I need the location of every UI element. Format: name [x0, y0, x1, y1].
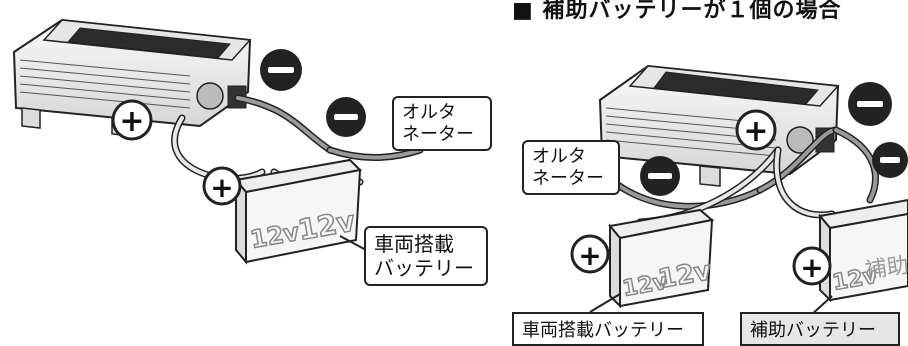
cooling-fan-icon — [196, 82, 224, 110]
right-plus-aux-battery: + — [792, 246, 832, 286]
right-main-battery: 12v 12v — [608, 208, 714, 309]
left-plus-battery: + — [202, 166, 242, 206]
svg-text:+: + — [800, 251, 823, 284]
right-aux-battery: 12v 補助 — [818, 198, 908, 303]
svg-text:+: + — [210, 171, 233, 204]
svg-text:+: + — [119, 104, 144, 139]
left-alternator-label: オルタ ネーター — [392, 96, 492, 152]
left-plus-inverter: + — [111, 99, 153, 141]
left-battery: 12v 12v — [234, 158, 363, 265]
right-inverter — [598, 64, 840, 187]
right-cooling-fan-icon — [786, 126, 814, 154]
svg-text:+: + — [578, 239, 601, 272]
left-battery-label: 車両搭載 バッテリー — [364, 226, 488, 286]
svg-text:+: + — [743, 114, 768, 149]
right-alternator-label: オルタ ネーター — [522, 140, 620, 196]
left-minus-inverter — [260, 49, 302, 91]
right-minus-inverter — [848, 82, 892, 126]
left-minus-battery — [326, 97, 366, 137]
right-minus-aux — [872, 142, 908, 178]
aux-battery-text: 補助 — [863, 253, 908, 284]
right-plus-inverter: + — [735, 109, 777, 151]
main-battery-label: 車両搭載バッテリー — [512, 312, 704, 346]
section-heading: ■ 補助バッテリーが１個の場合 — [512, 0, 842, 23]
left-inverter — [12, 18, 252, 137]
right-minus-middle — [640, 156, 680, 196]
aux-battery-label: 補助バッテリー — [740, 312, 900, 346]
right-plus-main-battery: + — [570, 234, 610, 274]
